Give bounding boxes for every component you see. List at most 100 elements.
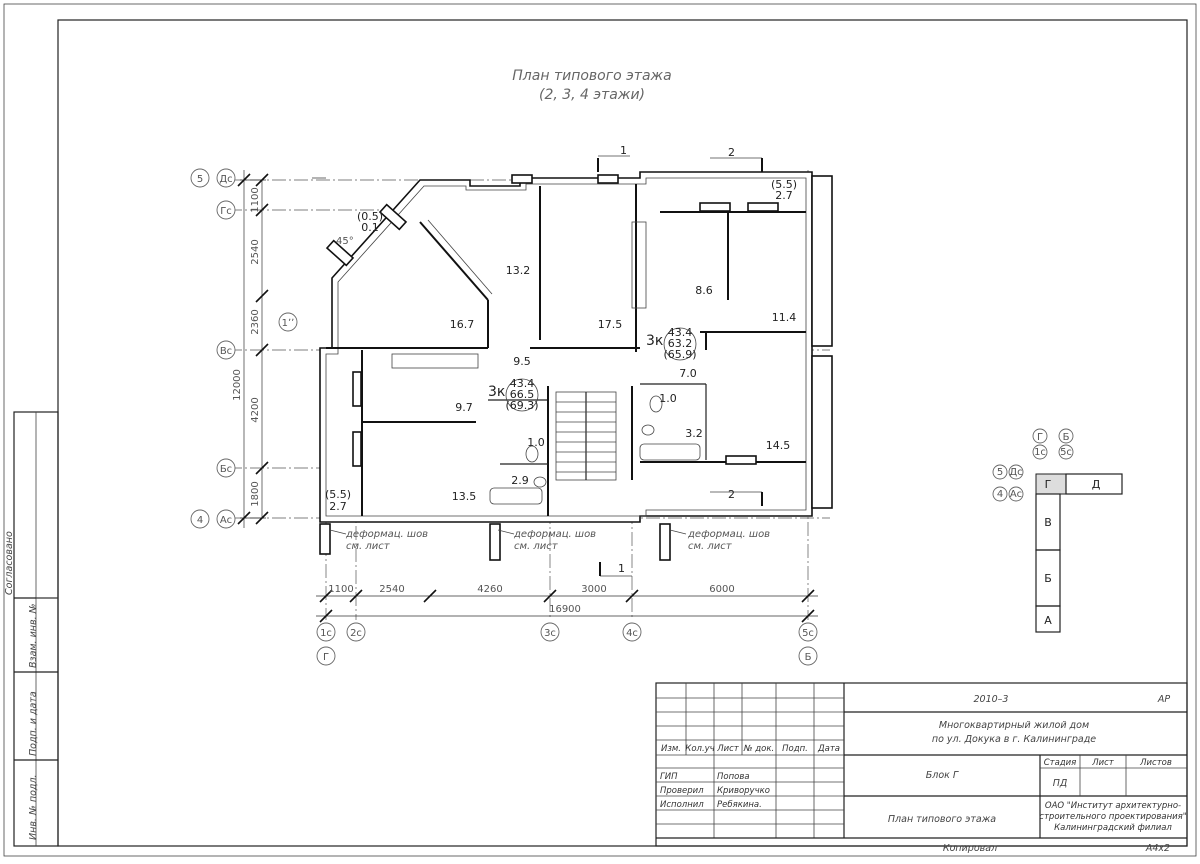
apt-1-b: 63.2 xyxy=(668,337,693,350)
tb-org-line3: Калининградский филиал xyxy=(1054,823,1172,833)
col-bubbles: 1с 2с 3с 4с 5с Г Б xyxy=(316,622,818,666)
col-label-4c: 4с xyxy=(626,628,638,639)
row-label-gc: Гс xyxy=(220,206,232,217)
key-row-5: 5 xyxy=(997,467,1003,478)
tb-project-line1: Многоквартирный жилой дом xyxy=(939,720,1089,731)
bottom-dimensions: 1100 2540 4260 3000 6000 16900 xyxy=(316,584,818,623)
key-row-4: 4 xyxy=(997,489,1003,500)
angle-label: 45° xyxy=(336,236,354,247)
key-block-b: Б xyxy=(1044,572,1052,585)
tb-role-3: Исполнил xyxy=(660,800,704,810)
tb-format: А4х2 xyxy=(1145,843,1170,854)
tb-copied: Копировал xyxy=(943,843,997,854)
dim-bottom-1: 1100 xyxy=(328,584,353,595)
row-label-bc: Бс xyxy=(220,464,232,475)
tb-header-izm: Изм. xyxy=(661,744,681,754)
col-label-3c: 3с xyxy=(544,628,556,639)
col-sub-right: Б xyxy=(805,652,812,663)
apt-2-a: 43.4 xyxy=(510,377,535,390)
left-dimensions: 1100 2540 2360 4200 1800 12000 xyxy=(232,170,269,528)
room-area-7: 9.5 xyxy=(513,355,531,368)
dim-bottom-2: 2540 xyxy=(379,584,404,595)
tb-stage-header: Стадия xyxy=(1044,758,1077,768)
row-prefix-top: 5 xyxy=(197,174,203,185)
tb-role-2: Проверил xyxy=(660,786,704,796)
col-sub-left: Г xyxy=(323,652,329,663)
room-area-3: 17.5 xyxy=(598,318,623,331)
row-label-ac: Ас xyxy=(220,515,232,526)
joint-note-2-l1: деформац. шов xyxy=(513,529,596,540)
col-label-5c: 5с xyxy=(802,628,814,639)
key-top-b: Б xyxy=(1063,432,1070,443)
room-areas: (0.5) 0.1 13.2 16.7 17.5 8.6 11.4 (5.5) … xyxy=(325,178,797,513)
dim-left-total: 12000 xyxy=(232,369,243,401)
tb-name-3: Ребякина. xyxy=(717,800,762,810)
tb-name-1: Попова xyxy=(717,772,750,782)
room-area-2: 16.7 xyxy=(450,318,475,331)
key-top-5c: 5с xyxy=(1060,447,1072,458)
col-label-1c: 1с xyxy=(320,628,332,639)
tb-role-1: ГИП xyxy=(660,772,678,782)
fig-bubble xyxy=(278,312,298,332)
room-area-11: 1.0 xyxy=(659,392,677,405)
dim-left-1: 1100 xyxy=(250,187,261,212)
row-label-dc: Дс xyxy=(219,174,232,185)
joint-note-1-l2: см. лист xyxy=(346,541,391,552)
tb-name-2: Криворучко xyxy=(717,786,770,796)
tb-block-name: Блок Г xyxy=(926,770,959,781)
apt-1-type: 3к xyxy=(646,333,663,349)
apt-1-c: (65.9) xyxy=(663,348,696,361)
key-top-g: Г xyxy=(1037,432,1043,443)
tb-code: 2010–3 xyxy=(974,694,1009,705)
tb-sheet-header: Лист xyxy=(1091,758,1115,768)
tb-header-podp: Подп. xyxy=(782,744,808,754)
apt-2-type: 3к xyxy=(488,384,505,400)
room-area-8: 7.0 xyxy=(679,367,697,380)
room-area-0: 0.1 xyxy=(361,221,379,234)
dim-left-2: 2540 xyxy=(250,239,261,264)
dim-bottom-4: 3000 xyxy=(581,584,606,595)
room-area-4: 8.6 xyxy=(695,284,713,297)
tb-org-line2: строительного проектирования" xyxy=(1039,812,1186,822)
col-label-2c: 2с xyxy=(350,628,362,639)
tb-stage-value: ПД xyxy=(1053,778,1068,789)
apt-2-c: (69.3) xyxy=(505,399,538,412)
drawing-title: План типового этажа xyxy=(512,68,671,84)
key-row-ac: Ас xyxy=(1010,489,1022,500)
key-block-a: А xyxy=(1044,614,1052,627)
fig-label: 1ʼʼ xyxy=(282,318,295,329)
room-area-10: 1.0 xyxy=(527,436,545,449)
room-area-14: 2.9 xyxy=(511,474,529,487)
key-block-g: Г xyxy=(1045,478,1052,491)
apartment-2: 3к 43.4 66.5 (69.3) xyxy=(488,377,539,412)
side-stamp: Согласовано Взам. инв. № Подп. и дата Ин… xyxy=(4,411,59,847)
side-podp: Подп. и дата xyxy=(28,691,39,756)
tb-header-doc: № док. xyxy=(743,744,774,754)
section-2-top: 2 xyxy=(728,146,735,159)
dim-bottom-5: 6000 xyxy=(709,584,734,595)
key-row-dc: Дс xyxy=(1009,467,1022,478)
joint-note-3-l2: см. лист xyxy=(688,541,733,552)
room-area-16: 2.7 xyxy=(329,500,347,513)
room-label-16: (5.5) xyxy=(325,488,351,501)
drawing-subtitle: (2, 3, 4 этажи) xyxy=(539,87,645,103)
apartment-1: 3к 43.4 63.2 (65.9) xyxy=(646,326,697,361)
tb-header-date: Дата xyxy=(817,744,840,754)
room-label-0: (0.5) xyxy=(357,210,383,223)
row-label-vc: Вс xyxy=(220,346,232,357)
side-agreed: Согласовано xyxy=(4,531,15,595)
joint-note-2-l2: см. лист xyxy=(514,541,559,552)
dim-bottom-total: 16900 xyxy=(549,604,581,615)
key-block-v: В xyxy=(1044,516,1052,529)
tb-section: АР xyxy=(1157,694,1170,705)
room-area-13: 14.5 xyxy=(766,439,791,452)
room-area-12: 3.2 xyxy=(685,427,703,440)
side-vzam: Взам. инв. № xyxy=(28,603,39,668)
room-area-1: 13.2 xyxy=(506,264,531,277)
room-area-9: 9.7 xyxy=(455,401,473,414)
room-label-6: (5.5) xyxy=(771,178,797,191)
room-area-15: 13.5 xyxy=(452,490,477,503)
section-2-bottom: 2 xyxy=(728,488,735,501)
